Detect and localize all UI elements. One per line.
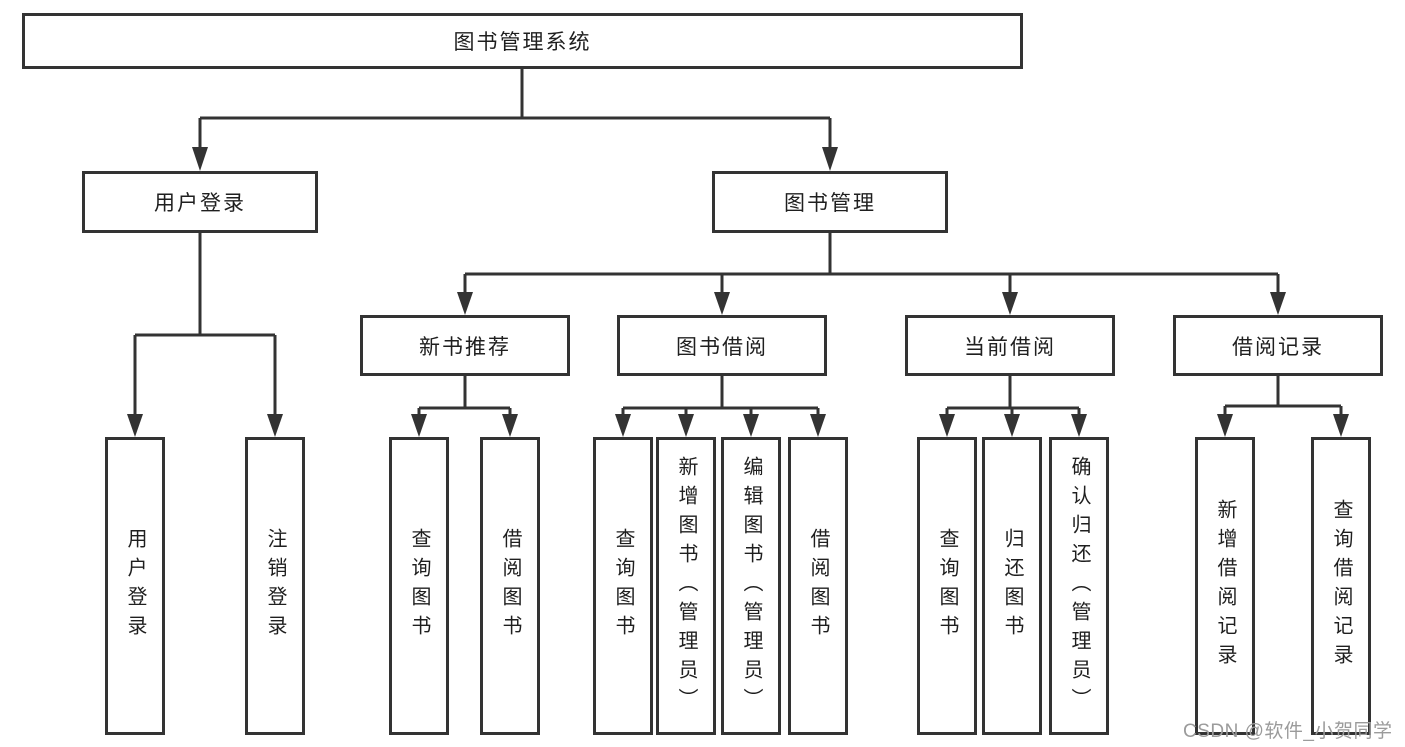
node-library-management-system: 图书管理系统 xyxy=(22,13,1023,69)
leaf-edit-book-admin: 编辑图书（管理员） xyxy=(721,437,781,735)
leaf-label: 查询图书 xyxy=(612,528,634,644)
arrow-down-icon xyxy=(1270,292,1286,315)
arrow-down-icon xyxy=(822,147,838,171)
node-label: 当前借阅 xyxy=(964,335,1056,359)
node-user-login: 用户登录 xyxy=(82,171,318,233)
node-book-management: 图书管理 xyxy=(712,171,948,233)
node-book-borrow: 图书借阅 xyxy=(617,315,827,376)
leaf-query-book-borrow: 查询图书 xyxy=(593,437,653,735)
leaf-label: 查询借阅记录 xyxy=(1330,499,1352,673)
leaf-label: 注销登录 xyxy=(264,528,286,644)
node-label: 用户登录 xyxy=(154,192,246,215)
leaf-borrow-book-recommend: 借阅图书 xyxy=(480,437,540,735)
leaf-query-book-current: 查询图书 xyxy=(917,437,977,735)
connector-book-borrow xyxy=(621,376,820,420)
node-label: 图书管理系统 xyxy=(453,31,592,54)
connector-user-login xyxy=(133,233,277,420)
leaf-add-borrow-record: 新增借阅记录 xyxy=(1195,437,1255,735)
arrow-down-icon xyxy=(1217,414,1233,437)
connector-root xyxy=(198,69,832,152)
node-current-borrow: 当前借阅 xyxy=(905,315,1115,376)
node-label: 新书推荐 xyxy=(419,335,511,359)
arrow-down-icon xyxy=(1071,414,1087,437)
leaf-label: 用户登录 xyxy=(124,528,146,644)
node-label: 借阅记录 xyxy=(1232,335,1324,359)
node-label: 图书管理 xyxy=(784,192,876,215)
arrow-down-icon xyxy=(127,414,143,437)
arrow-down-icon xyxy=(1333,414,1349,437)
arrow-down-icon xyxy=(502,414,518,437)
node-label: 图书借阅 xyxy=(676,335,768,359)
connector-borrow-record xyxy=(1223,376,1343,420)
leaf-logout: 注销登录 xyxy=(245,437,305,735)
leaf-return-book: 归还图书 xyxy=(982,437,1042,735)
arrow-down-icon xyxy=(457,292,473,315)
arrow-down-icon xyxy=(678,414,694,437)
leaf-label: 编辑图书（管理员） xyxy=(740,455,762,717)
leaf-confirm-return-admin: 确认归还（管理员） xyxy=(1049,437,1109,735)
node-new-book-recommend: 新书推荐 xyxy=(360,315,570,376)
leaf-label: 借阅图书 xyxy=(499,528,521,644)
arrow-down-icon xyxy=(743,414,759,437)
connector-book-management xyxy=(463,233,1280,298)
leaf-label: 新增借阅记录 xyxy=(1214,499,1236,673)
leaf-query-borrow-record: 查询借阅记录 xyxy=(1311,437,1371,735)
arrow-down-icon xyxy=(939,414,955,437)
arrow-down-icon xyxy=(810,414,826,437)
csdn-watermark: CSDN @软件_小贺同学 xyxy=(1183,721,1393,742)
connector-current-borrow xyxy=(945,376,1081,420)
arrow-down-icon xyxy=(192,147,208,171)
leaf-label: 归还图书 xyxy=(1001,528,1023,644)
leaf-add-book-admin: 新增图书（管理员） xyxy=(656,437,716,735)
leaf-label: 查询图书 xyxy=(936,528,958,644)
leaf-label: 新增图书（管理员） xyxy=(675,455,697,717)
leaf-query-book-recommend: 查询图书 xyxy=(389,437,449,735)
leaf-label: 查询图书 xyxy=(408,528,430,644)
arrow-down-icon xyxy=(411,414,427,437)
leaf-user-login: 用户登录 xyxy=(105,437,165,735)
arrow-down-icon xyxy=(267,414,283,437)
leaf-label: 借阅图书 xyxy=(807,528,829,644)
node-borrow-record: 借阅记录 xyxy=(1173,315,1383,376)
leaf-label: 确认归还（管理员） xyxy=(1068,455,1090,717)
arrow-down-icon xyxy=(714,292,730,315)
arrow-down-icon xyxy=(1002,292,1018,315)
leaf-borrow-book: 借阅图书 xyxy=(788,437,848,735)
arrow-down-icon xyxy=(615,414,631,437)
arrow-down-icon xyxy=(1004,414,1020,437)
connector-new-book-recommend xyxy=(417,376,512,420)
